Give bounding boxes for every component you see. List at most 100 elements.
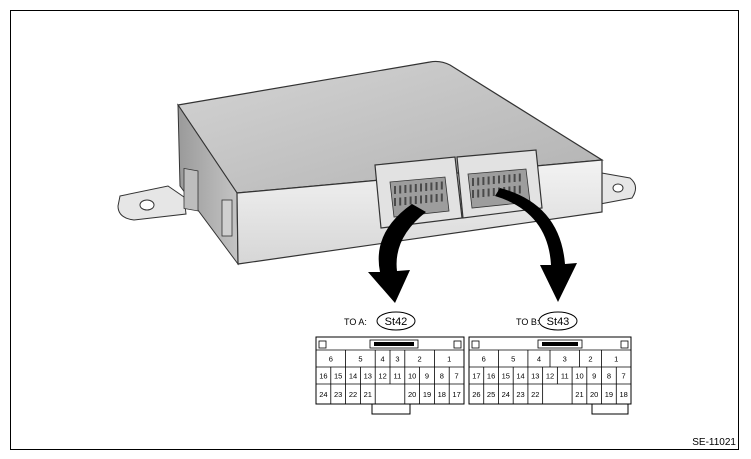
connector-pin [440, 181, 443, 190]
connector_b-pin-9: 9 [592, 372, 596, 381]
connector-a-code-oval [376, 311, 416, 331]
connector-b-code: St43 [547, 316, 570, 328]
connector_b-group-2: 2 [588, 355, 592, 364]
connector_a-pin-16: 16 [319, 372, 327, 381]
connector-pin [394, 186, 396, 194]
connector-pin [503, 175, 506, 183]
connector_b-latch-bar [542, 342, 578, 346]
connector-pin [435, 182, 438, 190]
connector_a-pin-22: 22 [349, 390, 357, 399]
connector_b-pin-22: 22 [531, 390, 539, 399]
connector-b-label: TO B: St43 [516, 311, 578, 331]
connector-pin [394, 198, 396, 206]
connector_b-group-6: 6 [482, 355, 486, 364]
connector-pin [404, 197, 407, 205]
connector_a-group-5: 5 [358, 355, 362, 364]
connector_a-pin-10: 10 [408, 372, 416, 381]
connector_b-corner-mark-left [471, 340, 480, 349]
connector-pin [492, 176, 495, 184]
connector_a-pin-9: 9 [425, 372, 429, 381]
connector-pin [399, 185, 402, 194]
connector_b-housing-outline [468, 336, 632, 415]
connector-pin [399, 197, 402, 206]
connector-pin [492, 188, 495, 196]
connector_a-pin-20: 20 [408, 390, 416, 399]
connector_b-pin-23: 23 [516, 390, 524, 399]
connector_b-pin-17: 17 [472, 372, 480, 381]
connector-pin [472, 190, 474, 198]
connector-pin [409, 196, 412, 205]
connector-pin [482, 177, 485, 185]
control-module [117, 60, 636, 266]
connector_a-pin-11: 11 [394, 372, 402, 381]
connector-b-code-oval [538, 311, 578, 331]
connector-pin [487, 176, 490, 185]
connector_b-corner-mark-right [620, 340, 629, 349]
connector_b-group-4: 4 [537, 355, 541, 364]
connector_a-pin-18: 18 [438, 390, 446, 399]
connector-pin [425, 195, 428, 203]
side-latch [183, 167, 199, 212]
connector-pin [498, 175, 500, 184]
connector-pin [513, 186, 516, 194]
connector-pin [425, 183, 428, 191]
connector_b-pin-10: 10 [575, 372, 583, 381]
connector_a-corner-mark-right [453, 340, 462, 349]
connector_a-latch [369, 339, 419, 349]
connector-pin [477, 189, 480, 198]
connector_a-pin-17: 17 [452, 390, 460, 399]
connector-pin [435, 194, 438, 202]
connector-a-prefix: TO A: [344, 317, 367, 327]
arrow-to-connector-a [368, 204, 426, 303]
connector-pin [414, 196, 417, 204]
connector_a-pin-21: 21 [364, 390, 372, 399]
connector_a-group-1: 1 [447, 355, 451, 364]
connector_b-pin-13: 13 [531, 372, 539, 381]
connector-pin [430, 194, 433, 203]
figure-id: SE-11021 [692, 437, 736, 448]
connector_b-group-5: 5 [511, 355, 515, 364]
connector_a-pin-19: 19 [423, 390, 431, 399]
connector_a-pin-13: 13 [364, 372, 372, 381]
connector-pin [508, 186, 511, 195]
connector-pin [513, 174, 516, 182]
arrow-to-connector-b [495, 188, 577, 302]
connector_a-pin-23: 23 [334, 390, 342, 399]
connector_a-corner-mark-left [318, 340, 327, 349]
connector-pin [518, 185, 521, 194]
connector_a-pin-12: 12 [378, 372, 386, 381]
connector_a-group-2: 2 [418, 355, 422, 364]
connector-pins [394, 173, 521, 206]
connector-pin [472, 178, 474, 186]
connector_b-pin-19: 19 [605, 390, 613, 399]
connector-pin [414, 184, 417, 192]
connector-pin [409, 184, 412, 193]
connector-pin [518, 173, 521, 182]
connector_b-pin-21: 21 [575, 390, 583, 399]
connector-pin [482, 189, 485, 197]
left-bracket-hole [139, 199, 155, 211]
connector_a-pin-24: 24 [319, 390, 327, 399]
connector_b-pin-8: 8 [607, 372, 611, 381]
connector_a-pin-15: 15 [334, 372, 342, 381]
side-clip [221, 199, 233, 237]
connector_b-latch [537, 339, 583, 349]
connector_b-pin-25: 25 [487, 390, 495, 399]
connector_a-group-4: 4 [381, 355, 385, 364]
connector_b-pin-24: 24 [502, 390, 510, 399]
connector-pin [508, 174, 511, 183]
connector_a-pin-8: 8 [440, 372, 444, 381]
right-bracket-hole [612, 183, 624, 193]
connector_a-pin-14: 14 [349, 372, 357, 381]
connector-pin [420, 183, 422, 192]
connector_a-group-6: 6 [329, 355, 333, 364]
connector-b-prefix: TO B: [516, 317, 539, 327]
connector_b-pin-15: 15 [502, 372, 510, 381]
connector_a-group-3: 3 [395, 355, 399, 364]
connector_b-pin-12: 12 [546, 372, 554, 381]
connector-a-code: St42 [385, 316, 408, 328]
